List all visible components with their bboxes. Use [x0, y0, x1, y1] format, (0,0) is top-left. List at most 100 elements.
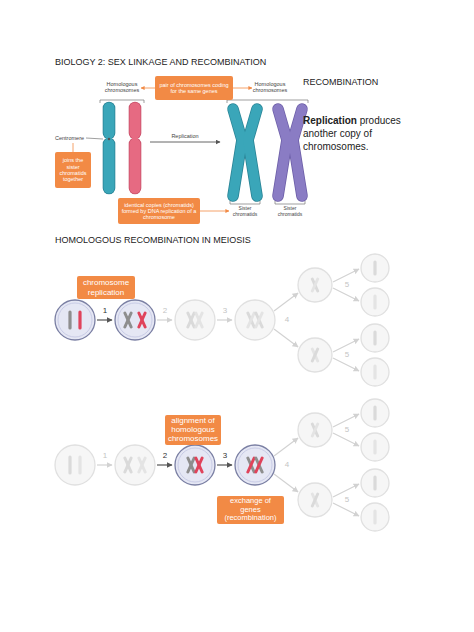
chromatid: [139, 313, 145, 327]
stage-arrow: [274, 329, 298, 347]
stage-arrow: [217, 464, 232, 465]
cell: [235, 300, 275, 340]
chromosome: [373, 407, 376, 419]
part-label: Homologous chromosomes: [97, 81, 147, 94]
stage-arrow: [274, 474, 298, 492]
chromosome: [373, 366, 376, 378]
callout-box: alignment of homologous chromosomes: [165, 415, 221, 445]
cell: [361, 399, 389, 427]
leader-line: [73, 143, 74, 152]
chromatid: [125, 458, 131, 472]
chromosome: [373, 262, 376, 274]
cell-membrane: [55, 300, 95, 340]
chromosome: [68, 312, 71, 328]
chromatid-outline: [293, 109, 302, 196]
callout-box: exchange of genes (recombination): [217, 496, 284, 524]
callout-text: chromosome replication: [79, 278, 133, 296]
step-number: 2: [159, 306, 171, 315]
chromatid: [312, 279, 317, 291]
cell-membrane: [235, 445, 275, 485]
chromatid: [312, 494, 317, 506]
stage-arrow: [333, 503, 359, 516]
cell: [361, 358, 389, 386]
section-heading: RECOMBINATION: [303, 77, 453, 87]
chromatid: [125, 313, 131, 327]
step-number: 3: [219, 306, 231, 315]
chromosome: [68, 457, 71, 473]
chromatid: [312, 349, 317, 361]
paragraph: Replicationproduces another copy of chro…: [303, 114, 421, 153]
chromosome: [373, 511, 376, 523]
chromatid-outline: [233, 109, 242, 196]
chromatid: [312, 424, 317, 436]
key-term: Replication: [303, 115, 357, 126]
step-number: 3: [219, 451, 231, 460]
chromatid: [312, 494, 317, 506]
cell-inner-ring: [118, 303, 152, 337]
chromatid: [248, 458, 254, 472]
cell: [235, 445, 275, 485]
cell-membrane: [175, 445, 215, 485]
chromatid: [125, 313, 131, 327]
stage-arrow: [274, 438, 298, 456]
cell-membrane: [361, 503, 389, 531]
cell-membrane: [235, 300, 275, 340]
stage-arrow: [274, 293, 298, 311]
bracket: [227, 100, 308, 103]
chromatid: [196, 458, 202, 472]
chromatid: [139, 458, 145, 472]
part-label: Sister chromatids: [230, 206, 260, 218]
chromatid: [188, 313, 194, 327]
cell-membrane: [298, 268, 332, 302]
stage-arrow: [97, 319, 112, 320]
cell-membrane: [115, 300, 155, 340]
step-number: 4: [281, 315, 293, 324]
chromatid: [188, 458, 194, 472]
cell-membrane: [361, 469, 389, 497]
cell: [361, 288, 389, 316]
cell: [361, 503, 389, 531]
bracket: [275, 201, 305, 204]
callout-text: exchange of genes (recombination): [219, 497, 282, 523]
part-label: Centromere: [55, 135, 95, 141]
chromatid: [312, 349, 317, 361]
callout-text: joins the sister chromatids together: [57, 157, 89, 182]
section-heading: HOMOLOGOUS RECOMBINATION IN MEIOSIS: [55, 235, 455, 245]
chromosome: [373, 477, 376, 489]
cell-membrane: [298, 413, 332, 447]
stage-arrow: [333, 288, 359, 301]
chromosome: [78, 312, 81, 328]
chromatid: [278, 109, 287, 196]
cell: [115, 300, 155, 340]
cell-membrane: [298, 483, 332, 517]
step-number: 5: [341, 280, 353, 289]
page-title: BIOLOGY 2: SEX LINKAGE AND RECOMBINATION: [55, 57, 455, 67]
centromere: [132, 131, 138, 146]
callout-box: identical copies (chromatids) formed by …: [118, 198, 200, 224]
chromosome: [373, 332, 376, 344]
stage-arrow: [333, 433, 359, 446]
chromatid: [293, 109, 302, 196]
step-number: 1: [99, 451, 111, 460]
cell-membrane: [361, 324, 389, 352]
chromatid: [188, 313, 194, 327]
cell-membrane: [298, 338, 332, 372]
cell: [175, 445, 215, 485]
bracket: [100, 100, 144, 103]
chromatid: [188, 458, 194, 472]
chromatid-outline: [103, 108, 116, 133]
cell-membrane: [115, 445, 155, 485]
cell: [298, 483, 332, 517]
cell: [361, 469, 389, 497]
chromatid: [104, 144, 115, 188]
leader-line: [200, 211, 229, 212]
stage-arrow: [97, 464, 112, 465]
step-number: 5: [341, 495, 353, 504]
cell: [175, 300, 215, 340]
chromosome: [373, 296, 376, 308]
chromatid: [256, 458, 262, 472]
stage-arrow: [157, 464, 172, 465]
replication-arrow: [150, 142, 220, 143]
